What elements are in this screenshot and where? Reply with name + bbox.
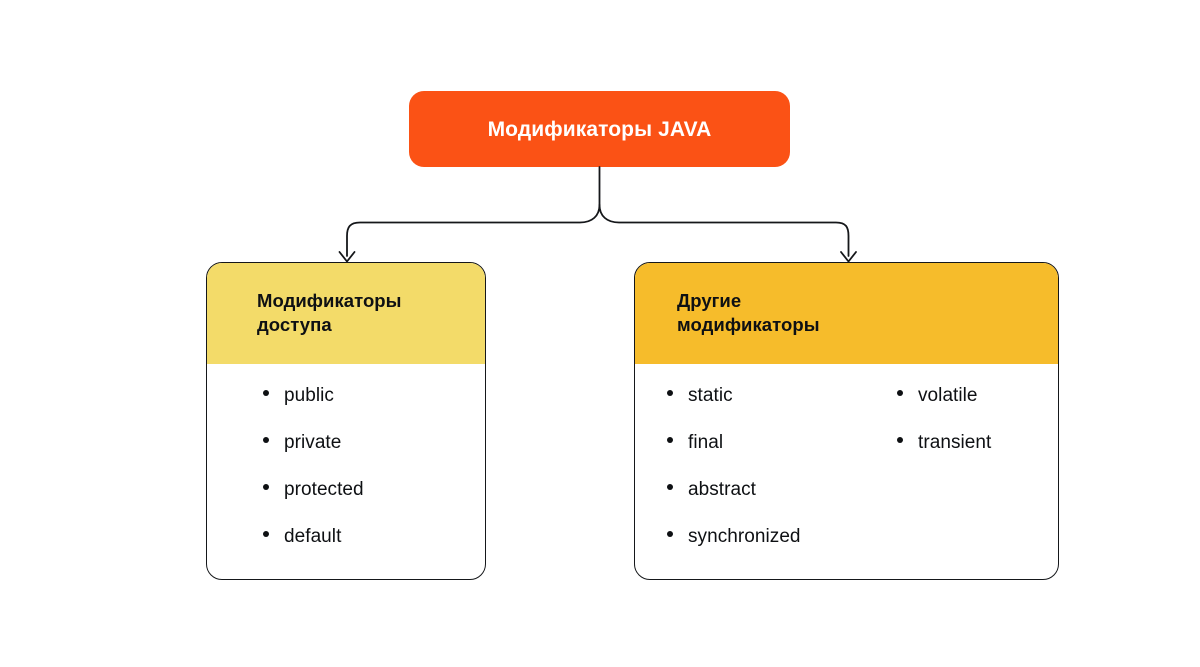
- list-item-label: protected: [284, 479, 364, 500]
- list-item-label: static: [688, 385, 733, 406]
- card-header-access-modifiers: Модификаторы доступа: [207, 263, 485, 364]
- bullet-dot-icon: [667, 484, 673, 490]
- card-body-access-modifiers: public private protected default: [207, 364, 485, 579]
- list-item: final: [667, 433, 897, 480]
- list-item-label: final: [688, 432, 724, 453]
- list-item-label: synchronized: [688, 526, 801, 547]
- bullet-dot-icon: [667, 390, 673, 396]
- list-item: private: [263, 433, 364, 480]
- bullet-column-primary: static final abstract synchronized: [667, 386, 897, 579]
- connector-branch-right: [598, 204, 850, 257]
- arrowhead-left-icon: [338, 251, 356, 263]
- bullet-dot-icon: [897, 390, 903, 396]
- bullet-dot-icon: [897, 437, 903, 443]
- list-item: synchronized: [667, 527, 897, 574]
- list-item: abstract: [667, 480, 897, 527]
- list-item-label: default: [284, 526, 342, 547]
- arrowhead-right-icon: [840, 251, 857, 263]
- root-node-java-modifiers: Модификаторы JAVA: [409, 91, 790, 167]
- list-item-label: public: [284, 385, 334, 406]
- list-item: public: [263, 386, 364, 433]
- card-other-modifiers: Другие модификаторы static final abstrac…: [634, 262, 1059, 580]
- list-item-label: abstract: [688, 479, 756, 500]
- bullet-dot-icon: [263, 437, 269, 443]
- connector-branch-left: [346, 204, 601, 257]
- list-item: protected: [263, 480, 364, 527]
- bullet-dot-icon: [263, 531, 269, 537]
- list-item: default: [263, 527, 364, 574]
- card-access-modifiers: Модификаторы доступа public private prot…: [206, 262, 486, 580]
- bullet-column-secondary: volatile transient: [897, 386, 991, 579]
- card-title-other-modifiers: Другие модификаторы: [677, 290, 820, 336]
- bullet-dot-icon: [263, 390, 269, 396]
- card-title-access-modifiers: Модификаторы доступа: [257, 290, 402, 336]
- list-item-label: private: [284, 432, 342, 453]
- list-item-label: transient: [918, 432, 992, 453]
- list-item: transient: [897, 433, 991, 480]
- list-item: volatile: [897, 386, 991, 433]
- bullet-dot-icon: [263, 484, 269, 490]
- bullet-dot-icon: [667, 437, 673, 443]
- root-node-label: Модификаторы JAVA: [487, 117, 712, 141]
- card-body-other-modifiers: static final abstract synchronized: [635, 364, 1058, 579]
- card-header-other-modifiers: Другие модификаторы: [635, 263, 1058, 364]
- bullet-dot-icon: [667, 531, 673, 537]
- bullet-column: public private protected default: [263, 386, 364, 579]
- list-item: static: [667, 386, 897, 433]
- list-item-label: volatile: [918, 385, 978, 406]
